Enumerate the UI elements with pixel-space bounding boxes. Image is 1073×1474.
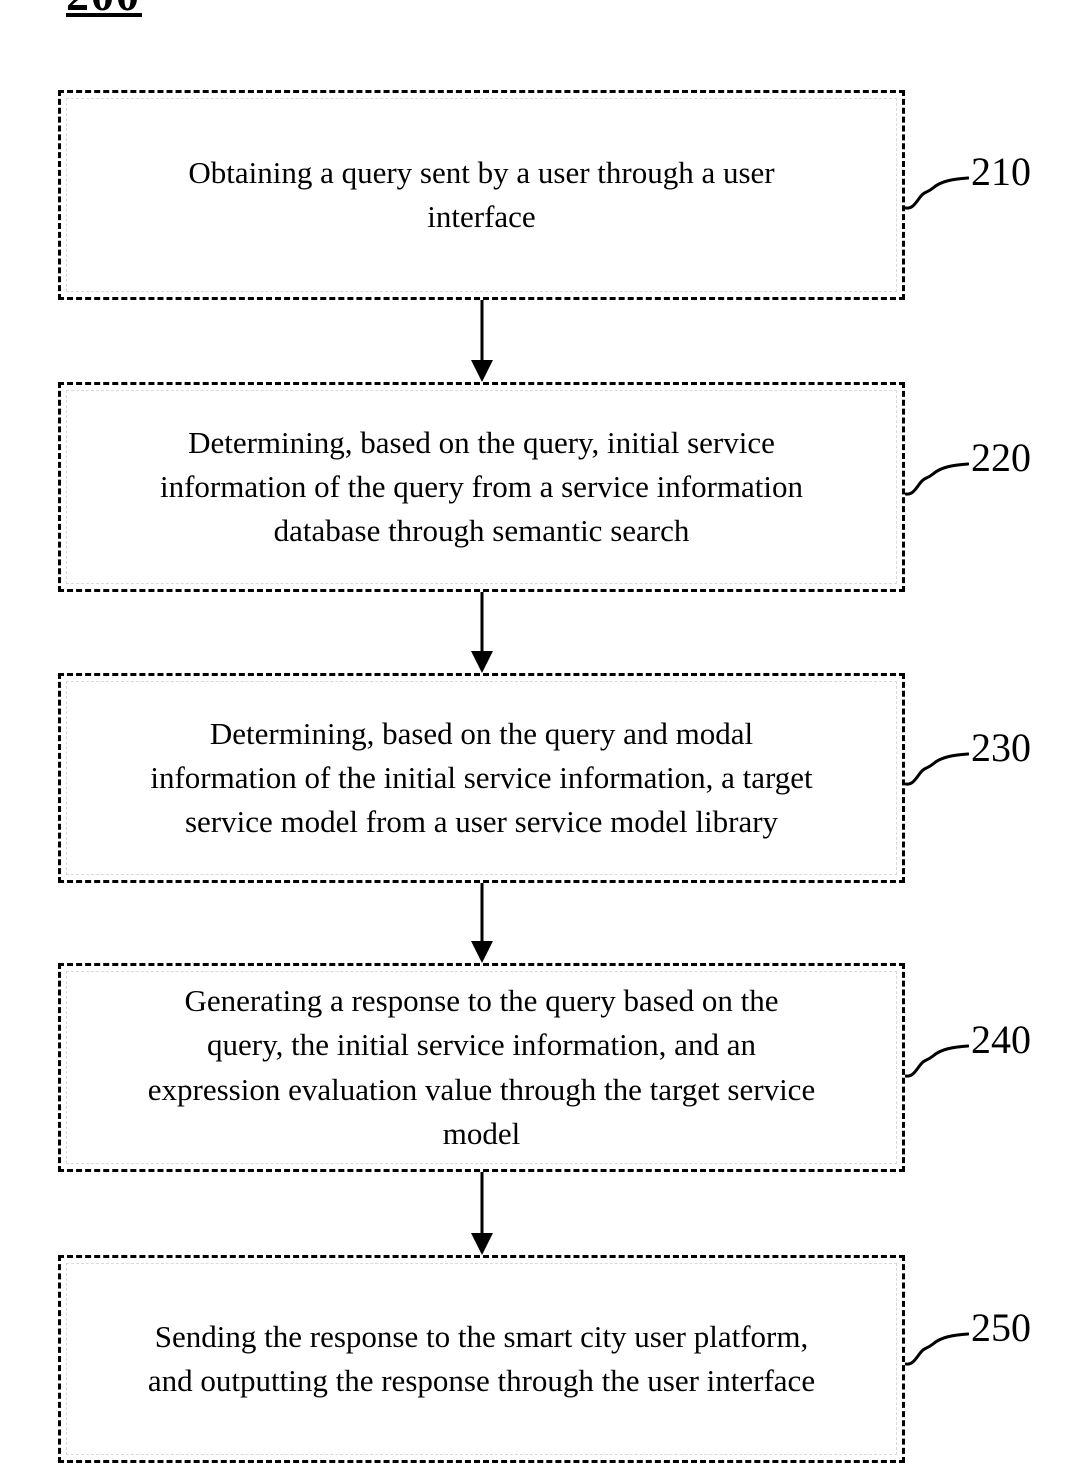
step-text-240: Generating a response to the query based… — [147, 983, 816, 1151]
ref-callout-240: 240 — [905, 1020, 1073, 1090]
step-box-230: Determining, based on the query and moda… — [58, 673, 905, 883]
leader-line-icon — [905, 1332, 969, 1366]
leader-line-icon — [905, 176, 969, 210]
ref-callout-220: 220 — [905, 438, 1073, 508]
ref-number-210: 210 — [971, 149, 1031, 194]
figure-number-underline — [66, 13, 142, 17]
step-text-210: Obtaining a query sent by a user through… — [188, 154, 775, 234]
ref-number-220: 220 — [971, 435, 1031, 480]
ref-number-240: 240 — [971, 1017, 1031, 1062]
ref-number-250: 250 — [971, 1305, 1031, 1350]
step-box-210: Obtaining a query sent by a user through… — [58, 90, 905, 300]
step-text-220: Determining, based on the query, initial… — [159, 424, 804, 548]
down-arrow-icon-4 — [471, 1172, 493, 1255]
leader-line-icon — [905, 462, 969, 496]
step-box-220: Determining, based on the query, initial… — [58, 382, 905, 592]
ref-callout-230: 230 — [905, 728, 1073, 798]
ref-callout-210: 210 — [905, 152, 1073, 222]
leader-line-icon — [905, 1044, 969, 1078]
ref-number-230: 230 — [971, 725, 1031, 770]
down-arrow-icon-2 — [471, 592, 493, 673]
step-box-240: Generating a response to the query based… — [58, 963, 905, 1172]
leader-line-icon — [905, 752, 969, 786]
down-arrow-icon-3 — [471, 883, 493, 963]
step-text-230: Determining, based on the query and moda… — [150, 715, 813, 839]
down-arrow-icon-1 — [471, 300, 493, 382]
step-text-250: Sending the response to the smart city u… — [147, 1318, 816, 1398]
step-box-250: Sending the response to the smart city u… — [58, 1255, 905, 1463]
ref-callout-250: 250 — [905, 1308, 1073, 1378]
